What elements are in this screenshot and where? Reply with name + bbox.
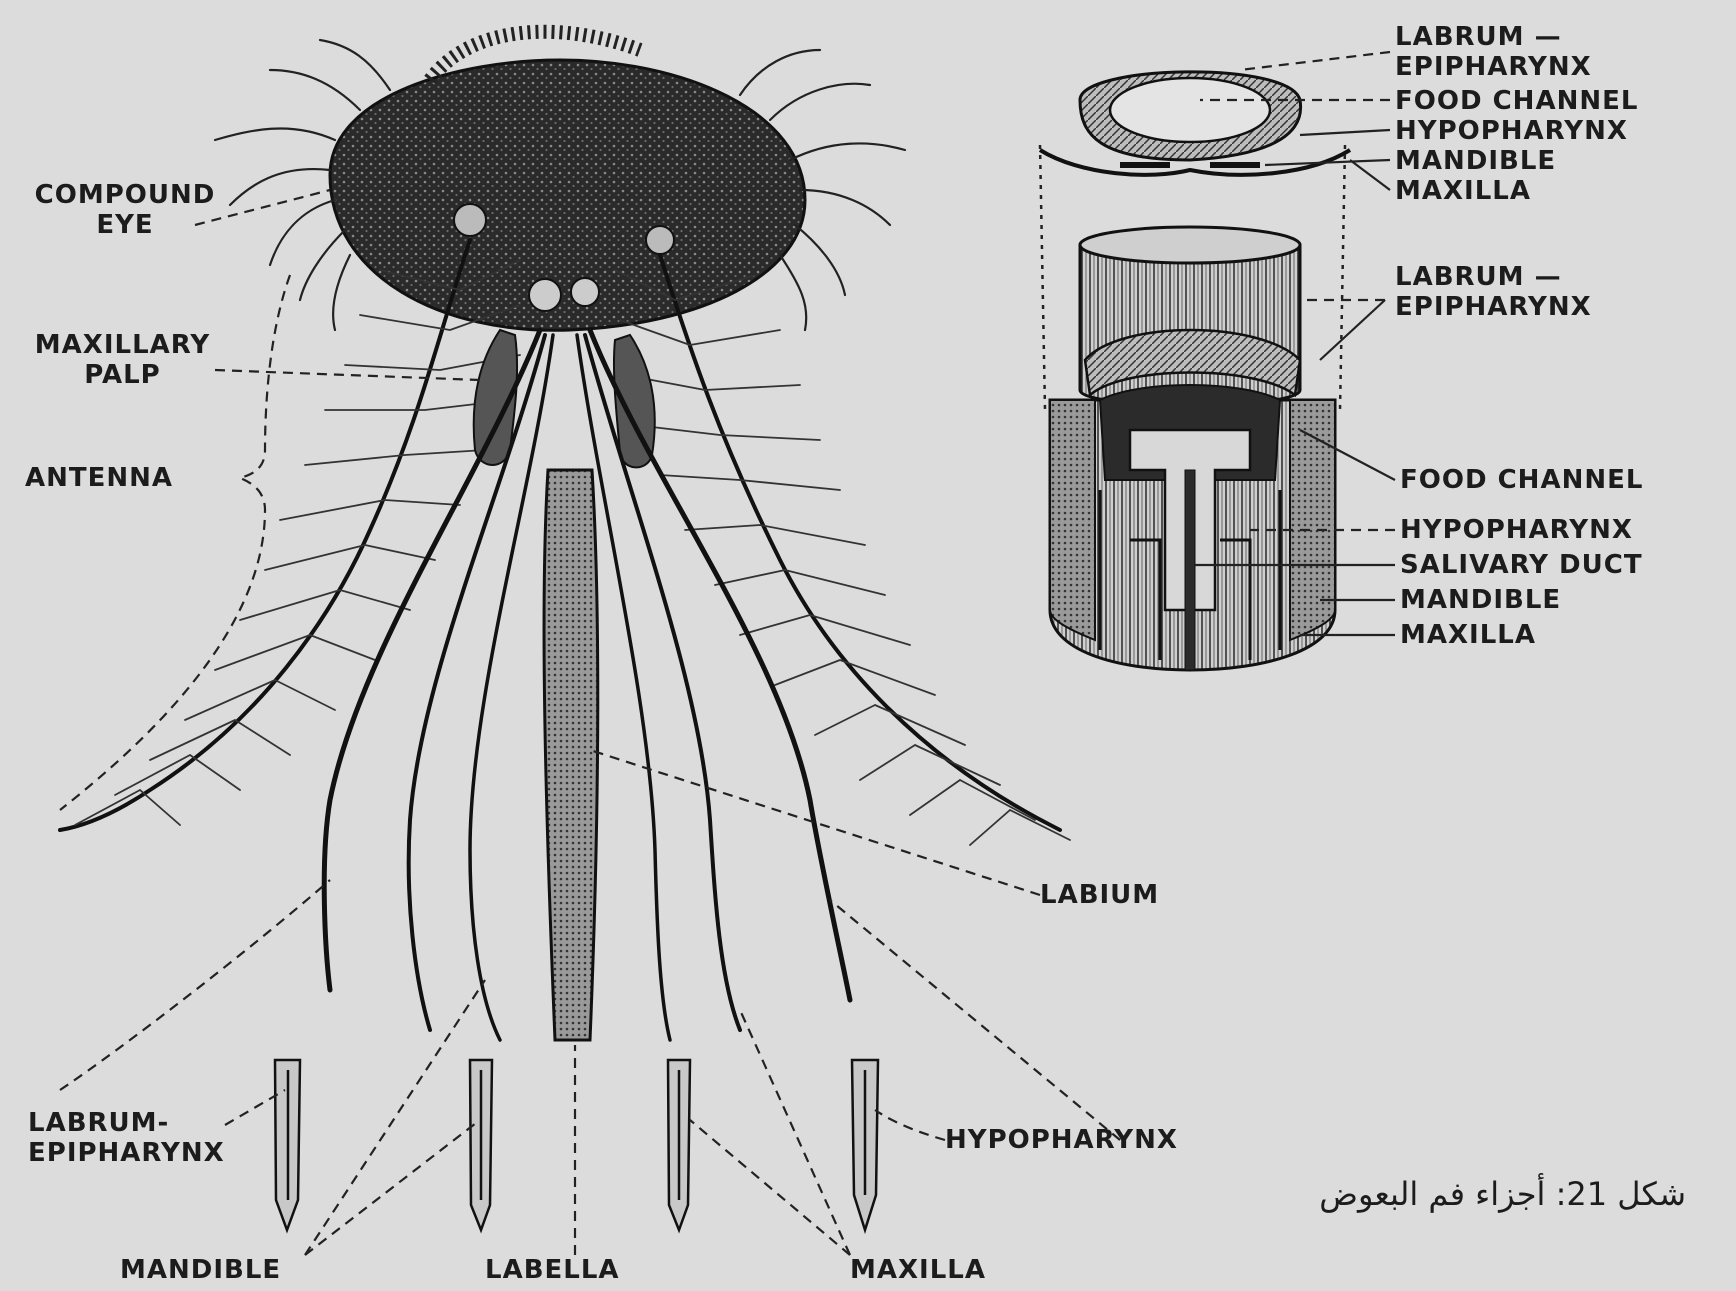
xs-cyl-maxilla-label: MAXILLA — [1400, 620, 1536, 650]
xs-cyl-salivary-duct-label: SALIVARY DUCT — [1400, 550, 1643, 580]
maxillary-palps — [474, 330, 655, 467]
proboscis-stylets — [324, 330, 850, 1040]
mandible-label: MANDIBLE — [120, 1255, 281, 1285]
maxillary-palp-label-line2: PALP — [15, 360, 230, 390]
maxillary-palp-label: MAXILLARY PALP — [15, 330, 230, 390]
maxilla-label: MAXILLA — [850, 1255, 986, 1285]
head — [215, 32, 905, 331]
labrum-epipharynx-label-line2: EPIPHARYNX — [28, 1138, 225, 1168]
xs-top-maxilla-label: MAXILLA — [1395, 176, 1531, 206]
cross-section-cylinder — [1050, 227, 1335, 670]
labrum-epipharynx-label-line1: LABRUM- — [28, 1108, 225, 1138]
xs-top-food-channel-label: FOOD CHANNEL — [1395, 86, 1638, 116]
xs-cyl-mandible-label: MANDIBLE — [1400, 585, 1561, 615]
xs-cyl-food-channel-label: FOOD CHANNEL — [1400, 465, 1643, 495]
xs-cyl-hypopharynx-label: HYPOPHARYNX — [1400, 515, 1633, 545]
xs-top-hypopharynx-label: HYPOPHARYNX — [1395, 116, 1628, 146]
maxillary-palp-label-line1: MAXILLARY — [15, 330, 230, 360]
antenna-label: ANTENNA — [25, 463, 173, 493]
xs-top-labrum-label: LABRUM — EPIPHARYNX — [1395, 22, 1592, 82]
xs-cyl-labrum-label: LABRUM — EPIPHARYNX — [1395, 262, 1592, 322]
compound-eye-label: COMPOUND EYE — [15, 180, 235, 240]
figure-caption: شكل 21: أجزاء فم البعوض — [1319, 1175, 1686, 1213]
hypopharynx-label: HYPOPHARYNX — [945, 1125, 1178, 1155]
labium-label: LABIUM — [1040, 880, 1159, 910]
compound-eye-label-line1: COMPOUND — [15, 180, 235, 210]
labella-label: LABELLA — [485, 1255, 620, 1285]
compound-eye-label-line2: EYE — [15, 210, 235, 240]
xs-cyl-labrum-line1: LABRUM — — [1395, 262, 1592, 292]
stylet-tips — [275, 1060, 878, 1230]
xs-top-labrum-line1: LABRUM — — [1395, 22, 1592, 52]
xs-cyl-labrum-line2: EPIPHARYNX — [1395, 292, 1592, 322]
cross-section-top — [1040, 72, 1350, 175]
xs-top-labrum-line2: EPIPHARYNX — [1395, 52, 1592, 82]
xs-top-mandible-label: MANDIBLE — [1395, 146, 1556, 176]
labrum-epipharynx-label: LABRUM- EPIPHARYNX — [28, 1108, 225, 1168]
